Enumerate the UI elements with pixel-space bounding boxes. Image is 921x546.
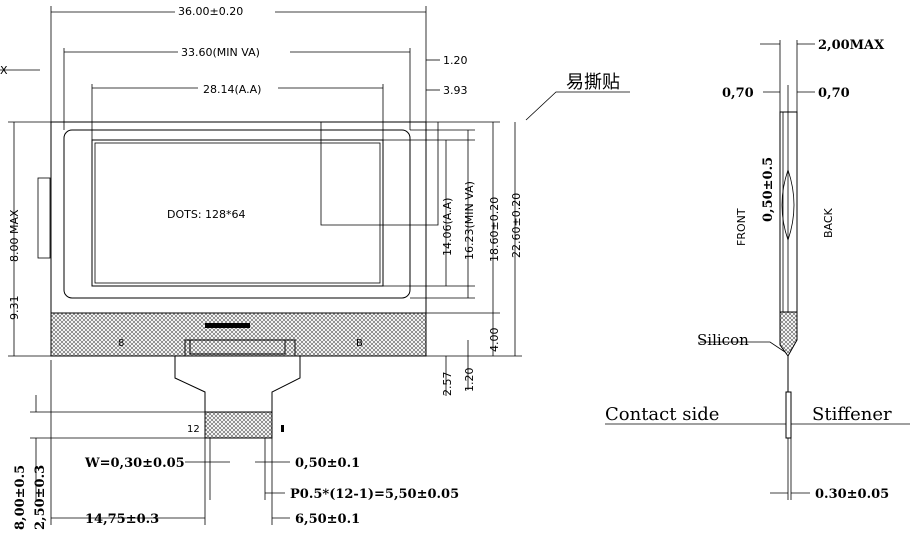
fpc-dimensions: 8,00±0.5 2,50±0.3 W=0,30±0.05 0,50±0.1 P… — [13, 360, 459, 530]
dim-fpc-offset: 14,75±0.3 — [85, 512, 159, 527]
dim-bottom-offset1: 4.00 — [488, 328, 501, 353]
dim-fpc-width: 6,50±0.1 — [295, 512, 360, 527]
pad-strip — [205, 323, 250, 328]
pin-last-marker — [281, 425, 284, 432]
dim-left-max: 8.00 MAX — [8, 209, 21, 262]
fpc-cable: 12 — [174, 339, 301, 439]
front-view: 8 B 12 DOTS: 128*64 易撕贴 36.00±0.20 — [0, 4, 630, 530]
dim-left-offset: 9.31 — [8, 296, 21, 321]
dim-side-left: 0,70 — [722, 86, 754, 101]
right-dimensions: 14.06(A.A) 16.23(MIN VA) 18.60±0.20 22.6… — [383, 121, 523, 397]
dim-va-width: 33.60(MIN VA) — [181, 46, 260, 59]
dim-bottom-offset3: 2.57 — [441, 372, 454, 397]
silicon-seal — [779, 311, 798, 357]
pad-label-right: B — [356, 338, 363, 349]
silicon-label: Silicon — [697, 331, 749, 349]
front-label: FRONT — [735, 208, 748, 246]
dim-total-height: 22.60±0.20 — [510, 193, 523, 258]
pad-label-left: 8 — [118, 338, 124, 349]
dots-label: DOTS: 128*64 — [167, 208, 246, 221]
contact-side-label: Contact side — [605, 404, 719, 425]
dim-pitch-formula: P0.5*(12-1)=5,50±0.05 — [290, 487, 459, 502]
dim-aa-height: 14.06(A.A) — [441, 198, 454, 256]
dim-side-right: 0,70 — [818, 86, 850, 101]
pin-first-label: 12 — [187, 424, 200, 435]
dim-pitch-spacing: 0,50±0.1 — [295, 456, 360, 471]
dim-pitch-width: W=0,30±0.05 — [84, 456, 185, 471]
top-dimensions: 36.00±0.20 33.60(MIN VA) 28.14(A.A) 1.20… — [0, 4, 468, 140]
fpc-pins — [204, 411, 273, 439]
side-view: 2,00MAX 0,70 0,70 0,50±0.5 FRONT BACK Si… — [605, 38, 910, 502]
stiffener — [785, 391, 792, 439]
easy-peel-label: 易撕贴 — [566, 72, 620, 93]
dim-aa-width: 28.14(A.A) — [203, 83, 261, 96]
left-dimensions: 8.00 MAX 9.31 — [8, 121, 51, 357]
dim-side-inner: 0,50±0.5 — [761, 157, 776, 222]
dim-left-cut: X — [0, 64, 8, 77]
dim-stiffener-thickness: 0.30±0.05 — [815, 487, 889, 502]
back-label: BACK — [822, 207, 835, 238]
active-area — [91, 139, 384, 287]
fpc-contacts — [189, 339, 286, 355]
active-area-inner — [94, 142, 381, 284]
dim-overall-width: 36.00±0.20 — [178, 5, 243, 18]
dim-glass-height: 18.60±0.20 — [488, 197, 501, 262]
easy-peel-leader — [320, 122, 439, 226]
dim-left-total: 8,00±0.5 — [13, 465, 28, 530]
dim-bottom-offset2: 1.20 — [463, 368, 476, 393]
stiffener-label: Stiffener — [812, 404, 892, 425]
dim-va-height: 16.23(MIN VA) — [463, 181, 476, 260]
dim-right-offset: 1.20 — [443, 54, 468, 67]
dim-left-tab: 2,50±0.3 — [33, 465, 48, 530]
dim-right-offset2: 3.93 — [443, 84, 468, 97]
dim-side-thickness: 2,00MAX — [818, 38, 885, 53]
viewing-area — [63, 129, 411, 299]
